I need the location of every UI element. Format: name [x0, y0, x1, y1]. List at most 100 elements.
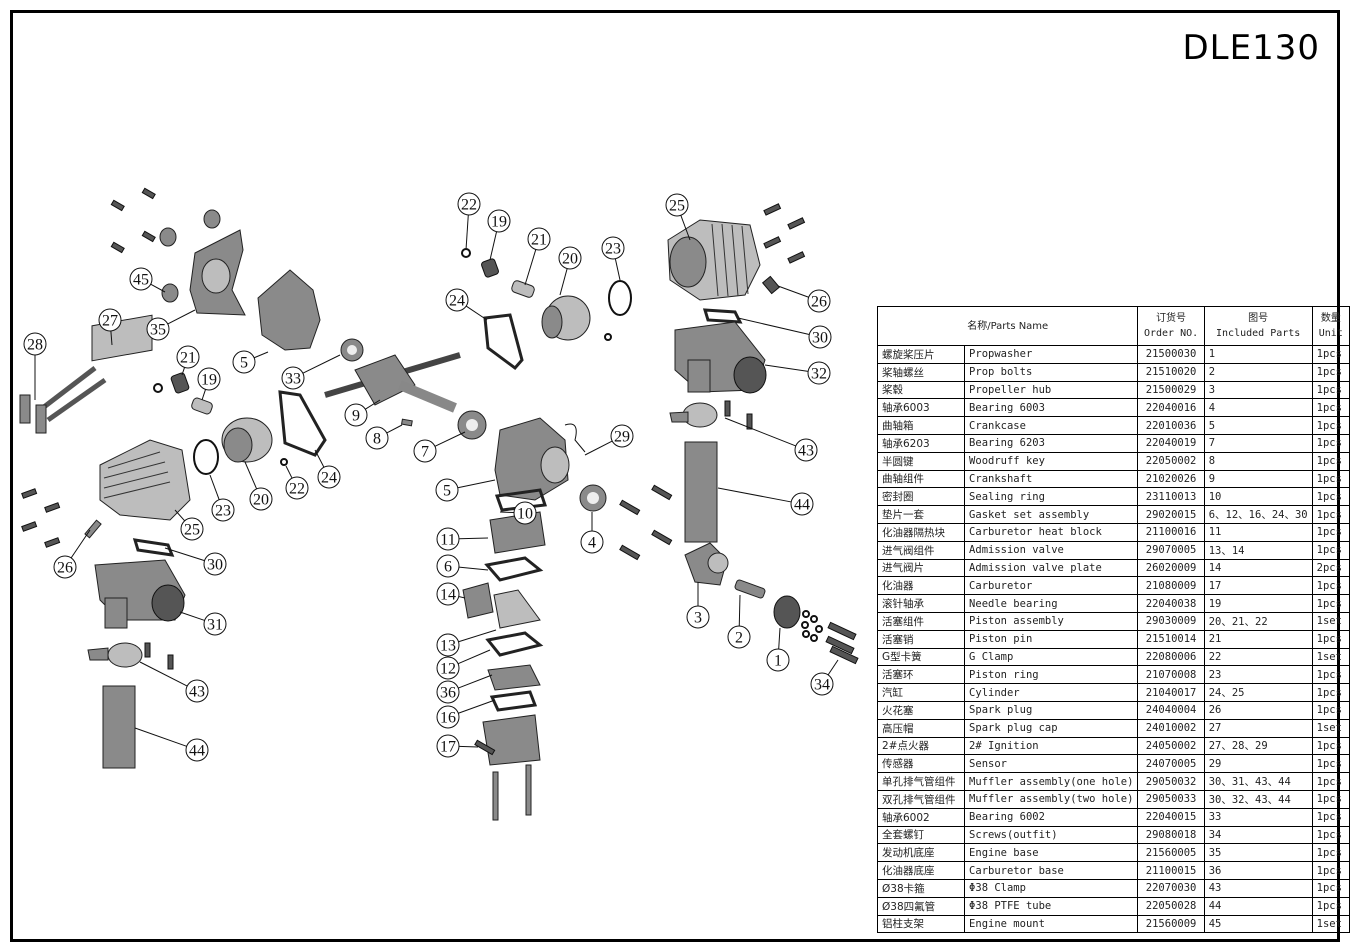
part-callout: 2: [727, 625, 751, 649]
unit-qty: 1pcs: [1311, 700, 1350, 720]
part-callout: 23: [601, 236, 625, 260]
leader-line: [386, 424, 403, 434]
svg-text:25: 25: [669, 198, 685, 215]
part-name-en: Muffler assembly(one hole): [964, 772, 1139, 791]
leader-line: [465, 305, 488, 321]
part-callout: 21: [176, 345, 200, 369]
svg-text:22: 22: [461, 197, 477, 214]
part-name-cn: 轴承6002: [876, 807, 966, 827]
leader-line: [764, 364, 809, 372]
engine-mount-screws: [110, 187, 156, 254]
part-callout: 17: [436, 734, 460, 758]
part-name-cn: 曲轴箱: [876, 416, 966, 435]
part-callout: 13: [436, 633, 460, 657]
order-number: 29030009: [1137, 611, 1205, 631]
part-name-en: Bearing 6003: [964, 398, 1139, 418]
included-parts: 23: [1203, 665, 1313, 685]
part-callout: 27: [98, 308, 122, 332]
part-name-cn: 进气阀组件: [876, 540, 966, 560]
included-parts: 29: [1203, 754, 1313, 774]
leader-line: [458, 629, 497, 643]
part-name-en: Crankshaft: [964, 469, 1139, 489]
svg-text:24: 24: [321, 470, 337, 487]
part-callout: 19: [197, 367, 221, 391]
included-parts: 34: [1203, 825, 1313, 845]
part-name-en: Propeller hub: [964, 380, 1139, 400]
part-name-cn: 双孔排气管组件: [876, 789, 966, 809]
included-parts: 45: [1203, 914, 1313, 934]
part-callout: 33: [281, 366, 305, 390]
leader-line: [365, 399, 381, 410]
leader-line: [738, 594, 741, 627]
svg-text:30: 30: [207, 557, 223, 574]
leader-line: [458, 745, 479, 748]
unit-qty: 1pcs: [1311, 825, 1350, 845]
part-name-en: Engine base: [964, 843, 1139, 863]
svg-text:17: 17: [440, 739, 456, 756]
order-number: 21100015: [1137, 861, 1205, 880]
part-callout: 3: [686, 605, 710, 629]
order-number: 24050002: [1137, 736, 1205, 756]
part-callout: 16: [436, 705, 460, 729]
part-callout: 25: [665, 193, 689, 217]
svg-text:43: 43: [189, 684, 205, 701]
svg-text:16: 16: [440, 710, 456, 727]
leader-line: [458, 566, 489, 571]
order-number: 29020015: [1137, 505, 1205, 524]
leader-line: [434, 431, 466, 447]
leader-line: [458, 537, 489, 540]
svg-text:8: 8: [373, 431, 381, 448]
included-parts: 2: [1203, 362, 1313, 382]
leader-line: [584, 440, 613, 456]
svg-text:25: 25: [184, 522, 200, 539]
part-name-en: Spark plug cap: [964, 718, 1139, 738]
svg-text:10: 10: [517, 506, 533, 523]
muffler-left: [94, 559, 186, 629]
unit-qty: 1pcs: [1311, 683, 1350, 702]
svg-text:11: 11: [440, 532, 455, 549]
included-parts: 13、14: [1203, 540, 1313, 560]
unit-qty: 1pcs: [1311, 380, 1350, 400]
part-name-cn: 活塞销: [876, 629, 966, 649]
svg-text:33: 33: [285, 371, 301, 388]
leader-line: [680, 215, 691, 241]
part-name-cn: 曲轴组件: [876, 469, 966, 489]
part-name-en: Piston assembly: [964, 611, 1139, 631]
part-callout: 22: [457, 192, 481, 216]
svg-text:1: 1: [774, 653, 782, 670]
svg-text:32: 32: [811, 366, 827, 383]
part-name-cn: 桨轴螺丝: [876, 362, 966, 382]
leader-line: [524, 249, 537, 286]
part-callout: 5: [435, 478, 459, 502]
included-parts: 11: [1203, 522, 1313, 542]
order-number: 22070030: [1137, 878, 1205, 898]
leader-line: [302, 354, 341, 374]
svg-text:6: 6: [444, 559, 452, 576]
leader-line: [134, 727, 187, 747]
carburetor-stack: [462, 488, 548, 821]
unit-qty: 1pcs: [1311, 345, 1350, 364]
unit-qty: 1pcs: [1311, 807, 1350, 827]
included-parts: 21: [1203, 629, 1313, 649]
unit-qty: 2pcs: [1311, 558, 1350, 578]
included-parts: 36: [1203, 861, 1313, 880]
part-name-cn: G型卡簧: [876, 647, 966, 667]
order-number: 21080009: [1137, 576, 1205, 596]
leader-line: [181, 367, 185, 376]
leader-line: [164, 547, 205, 562]
part-name-en: Admission valve: [964, 540, 1139, 560]
part-callout: 24: [445, 288, 469, 312]
part-callout: 45: [129, 267, 153, 291]
unit-qty: 1pcs: [1311, 772, 1350, 791]
part-name-cn: 铝柱支架: [876, 914, 966, 934]
leader-line: [737, 317, 810, 336]
